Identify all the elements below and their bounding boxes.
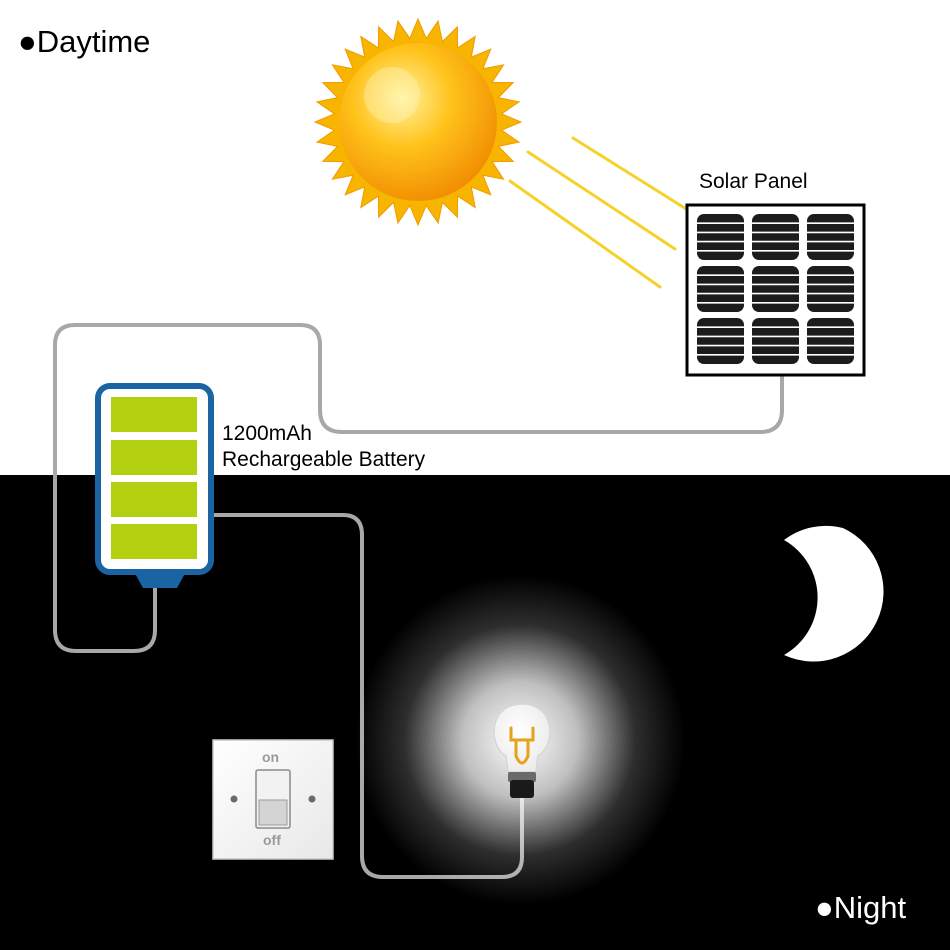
night-label: ●Night (815, 890, 907, 925)
solar-panel-label: Solar Panel (699, 170, 808, 193)
light-bulb-icon (493, 703, 551, 798)
battery-type-label: Rechargeable Battery (222, 448, 426, 471)
battery-label: 1200mAh Rechargeable Battery (222, 421, 425, 473)
battery-capacity-label: 1200mAh (222, 422, 312, 445)
solar-cell (807, 318, 854, 364)
daytime-label-text: Daytime (36, 24, 151, 59)
battery-cell (111, 440, 197, 475)
battery-icon (95, 383, 214, 588)
solar-cell (697, 318, 744, 364)
daytime-label: ●Daytime (18, 24, 151, 59)
solar-cell (752, 214, 799, 260)
panel-to-battery-wire (53, 323, 784, 653)
solar-cells (697, 214, 854, 364)
battery-cell (111, 482, 197, 517)
solar-panel (685, 203, 866, 377)
solar-cell (807, 266, 854, 312)
solar-cell (697, 266, 744, 312)
battery-cell (111, 397, 197, 432)
solar-cell (752, 266, 799, 312)
switch-off-label: off (263, 832, 281, 848)
sun-icon (313, 17, 523, 227)
solar-cell (807, 214, 854, 260)
moon-icon (784, 525, 884, 662)
solar-cell (697, 214, 744, 260)
switch-on-label: on (262, 749, 280, 765)
solar-cell (752, 318, 799, 364)
light-switch[interactable] (212, 739, 334, 860)
battery-cell (111, 524, 197, 559)
night-label-text: Night (833, 890, 907, 925)
